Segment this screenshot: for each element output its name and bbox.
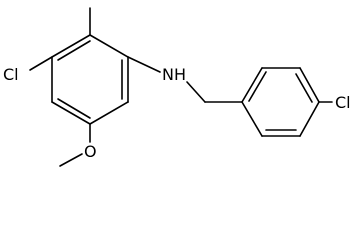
amine-label: NH (162, 65, 186, 84)
bond (295, 73, 313, 103)
chlorine-right-label: Cl (335, 93, 351, 112)
chlorine-left-label: Cl (3, 65, 19, 84)
bond (241, 101, 263, 137)
bond (241, 67, 263, 103)
bond (89, 34, 129, 58)
atom-labels: Cl NH Cl O (3, 65, 351, 161)
bond (57, 98, 91, 119)
methyl-oxygen-bond (59, 153, 83, 167)
bond (51, 101, 91, 125)
methoxy-oxygen-label: O (84, 142, 97, 161)
bond (299, 67, 320, 103)
bond (57, 40, 91, 61)
bond (51, 34, 91, 58)
amine-to-ch2-bond (186, 81, 206, 103)
bond-lines (29, 7, 333, 167)
bond (89, 101, 129, 125)
chemical-structure-diagram: Cl NH Cl O (3, 7, 351, 167)
chloro-bond-left (29, 56, 53, 71)
bond (299, 101, 320, 137)
ring-to-amine-bond (127, 56, 161, 73)
bond (248, 71, 267, 102)
